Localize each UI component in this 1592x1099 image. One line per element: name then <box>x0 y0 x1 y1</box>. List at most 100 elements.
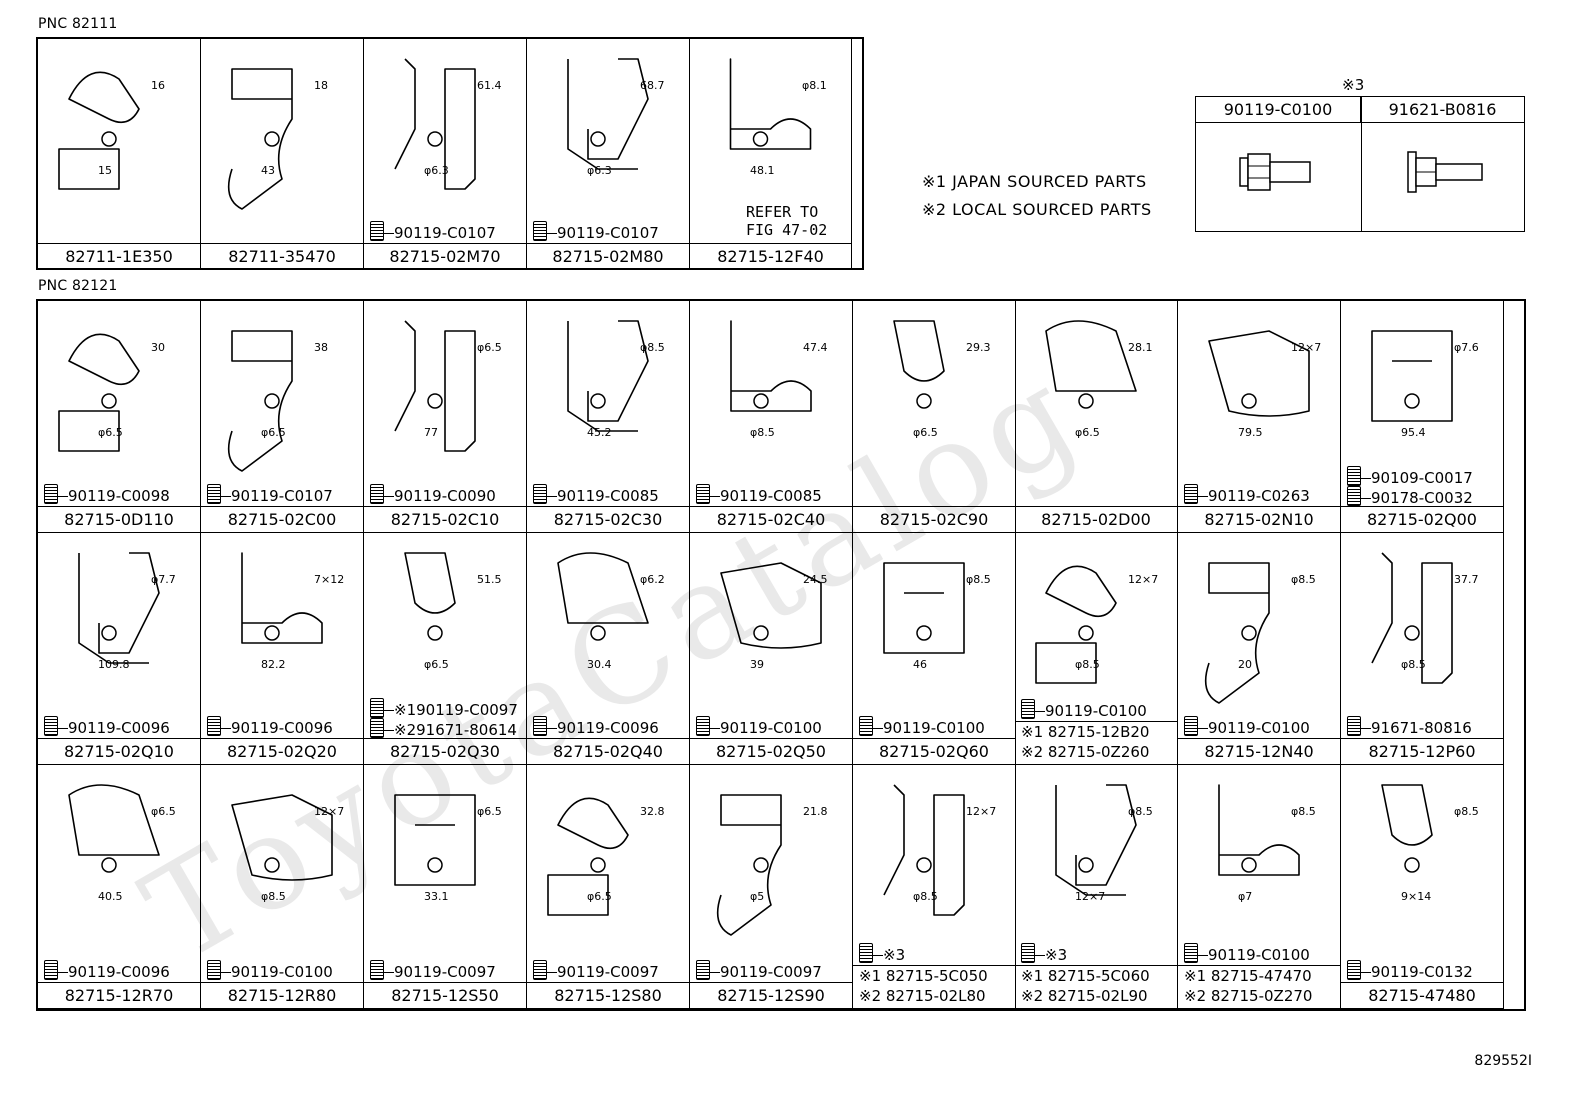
part-number: 82715-12R70 <box>38 982 200 1008</box>
bolt-part-number: 90119-C0100 <box>720 719 822 737</box>
mark3-table: 90119-C0100 91621-B0816 <box>1195 96 1525 232</box>
bolt-icon <box>207 716 221 736</box>
bolt-icon <box>696 484 710 504</box>
dimension-label: φ8.5 <box>1128 805 1153 818</box>
part-number: 82715-02M80 <box>527 243 689 269</box>
hex-bolt-icon <box>1407 151 1483 193</box>
bolt-part-number: 90119-C0098 <box>68 487 170 505</box>
bolt-icon <box>207 484 221 504</box>
part-number: 82711-35470 <box>201 243 363 269</box>
dimension-label: φ6.3 <box>424 164 449 177</box>
bolt-icon <box>1184 716 1198 736</box>
part-number: 82715-12S80 <box>527 982 689 1008</box>
part-number-pair: ※1 82715-47470 ※2 82715-0Z270 <box>1178 965 1340 1008</box>
bracket-drawing <box>893 320 945 409</box>
bolt-icon <box>370 718 384 738</box>
part-number: 82715-02N10 <box>1178 506 1340 532</box>
dimension-label: 38 <box>314 341 328 354</box>
dimension-label: φ8.5 <box>1291 805 1316 818</box>
part-number: 82711-1E350 <box>38 243 200 269</box>
dimension-label: 16 <box>151 79 165 92</box>
dimension-label: 15 <box>98 164 112 177</box>
part-number: 82715-12N40 <box>1178 738 1340 764</box>
dimension-label: φ6.5 <box>477 341 502 354</box>
dimension-label: 33.1 <box>424 890 449 903</box>
bracket-drawing <box>1218 784 1300 876</box>
part-number-japan: ※1 82715-47470 <box>1184 967 1312 985</box>
dimension-label: φ8.5 <box>1075 658 1100 671</box>
dimension-label: 30 <box>151 341 165 354</box>
bolt-part-number: 90119-C0263 <box>1208 487 1310 505</box>
part-number: 82715-02Q00 <box>1341 506 1503 532</box>
bolt-callout: 90119-C0100 <box>859 716 985 737</box>
bolt-callout: 90119-C0100 <box>696 716 822 737</box>
dimension-label: φ8.5 <box>640 341 665 354</box>
bolt-part-number: ※190119-C0097 <box>394 701 518 719</box>
bolt-icon <box>1021 943 1035 963</box>
bracket-drawing <box>557 552 649 641</box>
dimension-label: 32.8 <box>640 805 665 818</box>
bracket-drawing <box>1381 784 1433 873</box>
dimension-label: φ6.5 <box>151 805 176 818</box>
bracket-drawing <box>404 552 456 641</box>
part-number-local: ※2 82715-0Z270 <box>1184 987 1313 1005</box>
bolt-callout: 90119-C0096 <box>44 716 170 737</box>
bolt-callout: 90119-C0132 <box>1347 960 1473 981</box>
dimension-label: φ8.5 <box>1454 805 1479 818</box>
part-number: 82715-12R80 <box>201 982 363 1008</box>
dimension-label: 109.8 <box>98 658 130 671</box>
bracket-drawing <box>720 562 822 649</box>
pnc-label-bottom: PNC 82121 <box>38 278 118 294</box>
bolt-icon <box>44 960 58 980</box>
dimension-label: 18 <box>314 79 328 92</box>
dimension-label: 37.7 <box>1454 573 1479 586</box>
bolt-part-number: ※3 <box>1045 946 1068 964</box>
figure-id: 829552I <box>1474 1053 1532 1069</box>
bolt-part-number: 90119-C0107 <box>231 487 333 505</box>
bolt-part-number: 90119-C0097 <box>557 963 659 981</box>
bracket-drawing <box>58 71 140 190</box>
bolt-icon <box>1347 466 1361 486</box>
bolt-icon <box>207 960 221 980</box>
dimension-label: 30.4 <box>587 658 612 671</box>
bolt-callout: 90119-C0263 <box>1184 484 1310 505</box>
dimension-label: 39 <box>750 658 764 671</box>
dimension-label: φ6.5 <box>1075 426 1100 439</box>
bolt-part-number: 90119-C0096 <box>68 963 170 981</box>
bolt-part-number: 90119-C0107 <box>557 224 659 242</box>
dimension-label: 95.4 <box>1401 426 1426 439</box>
dimension-label: φ8.5 <box>913 890 938 903</box>
dimension-label: 28.1 <box>1128 341 1153 354</box>
bolt-part-number: 90109-C0017 <box>1371 469 1473 487</box>
bolt-part-number: 90119-C0090 <box>394 487 496 505</box>
bolt-icon <box>370 698 384 718</box>
bolt-part-number: ※3 <box>883 946 906 964</box>
part-number: 82715-02Q50 <box>690 738 852 764</box>
dimension-label: φ6.5 <box>587 890 612 903</box>
bolt-part-number: 90119-C0132 <box>1371 963 1473 981</box>
part-number-local: ※2 82715-0Z260 <box>1021 743 1150 761</box>
bolt-part-number: 90119-C0096 <box>231 719 333 737</box>
dimension-label: φ6.5 <box>98 426 123 439</box>
bracket-drawing <box>1035 565 1117 684</box>
dimension-label: 46 <box>913 658 927 671</box>
bolt-callout: 90119-C0096 <box>533 716 659 737</box>
bolt-callout: 90119-C0085 <box>533 484 659 505</box>
bolt-icon <box>370 484 384 504</box>
bracket-drawing <box>1055 784 1137 896</box>
dimension-label: φ6.5 <box>477 805 502 818</box>
dimension-label: φ8.5 <box>750 426 775 439</box>
dimension-label: 29.3 <box>966 341 991 354</box>
bolt-icon <box>533 484 547 504</box>
bolt-part-number: 90119-C0085 <box>720 487 822 505</box>
